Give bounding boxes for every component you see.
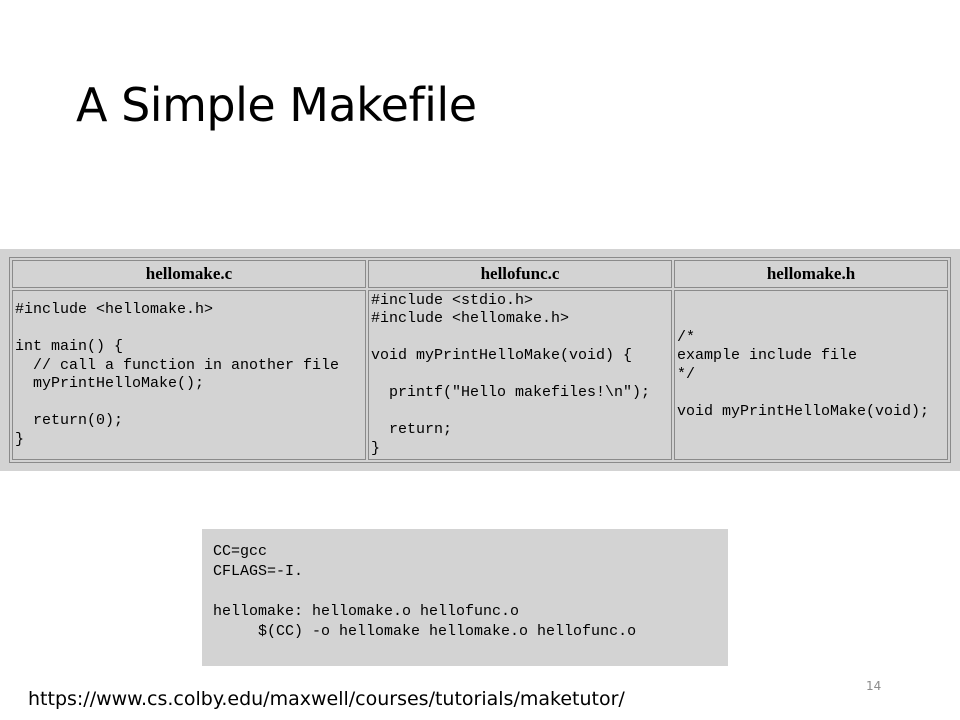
- header-hellomake-c: hellomake.c: [12, 260, 366, 288]
- code-files-table: hellomake.c hellofunc.c hellomake.h #inc…: [9, 257, 951, 463]
- code-hellomake-c: #include <hellomake.h> int main() { // c…: [12, 290, 366, 460]
- header-hellomake-h: hellomake.h: [674, 260, 948, 288]
- slide-title: A Simple Makefile: [76, 78, 477, 132]
- code-files-panel: hellomake.c hellofunc.c hellomake.h #inc…: [0, 249, 960, 471]
- header-hellofunc-c: hellofunc.c: [368, 260, 672, 288]
- source-url-link[interactable]: https://www.cs.colby.edu/maxwell/courses…: [28, 688, 625, 710]
- code-hellofunc-c: #include <stdio.h> #include <hellomake.h…: [368, 290, 672, 460]
- table-code-row: #include <hellomake.h> int main() { // c…: [12, 290, 948, 460]
- page-number: 14: [866, 679, 882, 693]
- code-hellomake-h: /* example include file */ void myPrintH…: [674, 290, 948, 460]
- makefile-code-block: CC=gcc CFLAGS=-I. hellomake: hellomake.o…: [202, 529, 728, 666]
- table-header-row: hellomake.c hellofunc.c hellomake.h: [12, 260, 948, 288]
